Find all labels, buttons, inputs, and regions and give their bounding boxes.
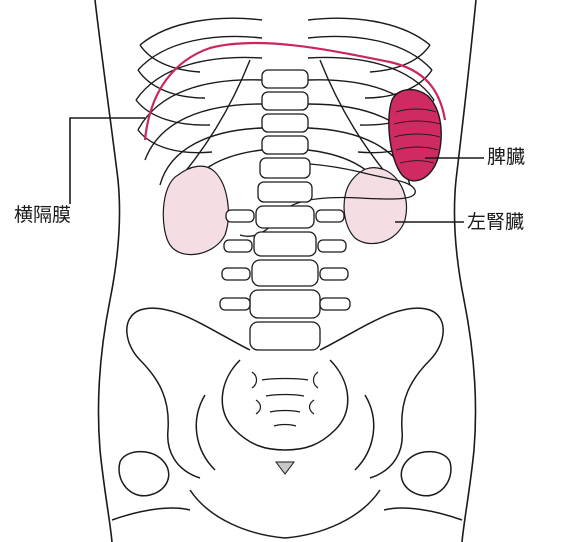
left-kidney [344,168,406,244]
spine [220,70,350,350]
sacrum [252,372,318,426]
spleen-label: 脾臓 [487,148,525,167]
diaphragm-leader [70,118,145,204]
right-kidney [163,166,228,254]
coccyx [276,462,294,474]
left-kidney-label: 左腎臓 [467,213,524,232]
diaphragm-label: 横隔膜 [14,206,71,225]
